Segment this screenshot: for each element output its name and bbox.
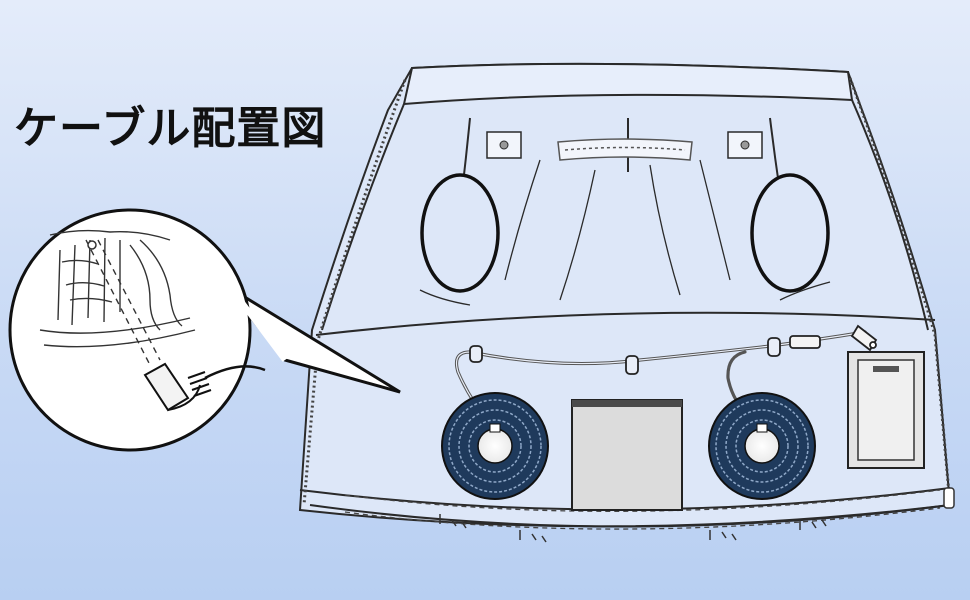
cable-inner — [455, 331, 866, 421]
battery — [857, 359, 915, 461]
zipper-right — [848, 77, 952, 506]
right-fan — [708, 392, 816, 500]
collar-stitching — [557, 138, 693, 161]
zipper-pull — [943, 487, 955, 509]
fan-opening-left — [420, 173, 500, 293]
left-fan — [441, 392, 549, 500]
diagram-title: ケーブル配置図 — [14, 103, 327, 154]
zoom-callout — [8, 208, 401, 452]
belt-stitching — [344, 489, 941, 530]
cable-clips — [469, 337, 781, 375]
shoulder-tab-right — [727, 131, 763, 159]
cable-connector — [789, 324, 878, 352]
zipper-left — [302, 79, 407, 506]
shoulder-tab-left — [486, 131, 522, 159]
hem-tacks — [439, 514, 827, 543]
center-pocket — [571, 399, 683, 511]
fan-opening-right — [750, 173, 830, 293]
